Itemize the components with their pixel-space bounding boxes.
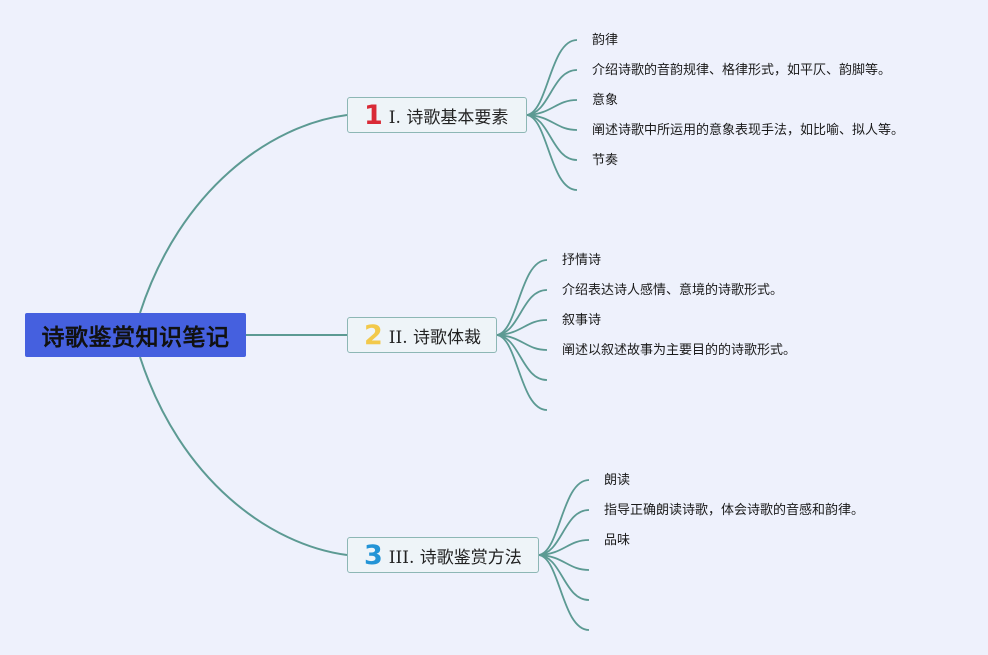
branch-3-leaf-connectors xyxy=(538,479,590,631)
branch-label-1: I. 诗歌基本要素 xyxy=(388,107,509,128)
leaf-node[interactable]: 节奏 xyxy=(592,153,619,168)
number-badge-2: 2 xyxy=(364,319,383,351)
branch-node-1[interactable]: 1 I. 诗歌基本要素 xyxy=(347,97,527,133)
leaf-node[interactable]: 品味 xyxy=(604,533,631,548)
leaf-node[interactable]: 意象 xyxy=(592,93,619,108)
branch-2-leaf-connectors xyxy=(496,259,548,411)
leaf-node[interactable]: 抒情诗 xyxy=(562,253,602,268)
leaf-node[interactable]: 阐述诗歌中所运用的意象表现手法，如比喻、拟人等。 xyxy=(592,123,905,138)
branch-1-leaf-connectors xyxy=(526,39,578,191)
branch-label-2: II. 诗歌体裁 xyxy=(388,327,482,348)
branch-node-3[interactable]: 3 III. 诗歌鉴赏方法 xyxy=(347,537,539,573)
leaf-node[interactable]: 介绍表达诗人感情、意境的诗歌形式。 xyxy=(562,283,784,298)
connector-root-branch-3 xyxy=(139,356,348,556)
leaf-node[interactable]: 韵律 xyxy=(592,33,619,48)
connector-root-branch-1 xyxy=(139,114,348,314)
branch-label-3: III. 诗歌鉴赏方法 xyxy=(388,547,522,568)
branch-node-2[interactable]: 2 II. 诗歌体裁 xyxy=(347,317,497,353)
number-badge-3: 3 xyxy=(364,539,383,571)
leaf-node[interactable]: 介绍诗歌的音韵规律、格律形式，如平仄、韵脚等。 xyxy=(592,63,892,78)
leaf-node[interactable]: 指导正确朗读诗歌，体会诗歌的音感和韵律。 xyxy=(604,503,865,518)
leaf-node[interactable]: 阐述以叙述故事为主要目的的诗歌形式。 xyxy=(562,343,797,358)
root-node[interactable]: 诗歌鉴赏知识笔记 xyxy=(25,313,246,357)
leaf-node[interactable]: 叙事诗 xyxy=(562,313,602,328)
leaf-node[interactable]: 朗读 xyxy=(604,473,631,488)
number-badge-1: 1 xyxy=(364,99,383,131)
